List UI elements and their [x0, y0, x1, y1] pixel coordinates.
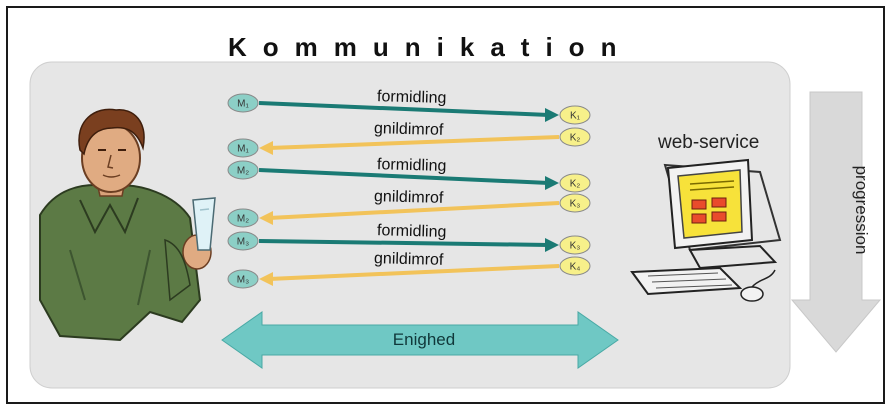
svg-text:K₂: K₂ — [570, 133, 581, 144]
communication-panel — [29, 61, 791, 389]
gnildimrof-label: gnildimrof — [373, 187, 444, 207]
m-node: M₂ — [227, 208, 259, 228]
message-arrow-left — [268, 264, 560, 281]
agreement-double-arrow — [221, 311, 619, 369]
arrowhead — [545, 108, 559, 122]
arrowhead — [545, 176, 559, 190]
arrowhead — [259, 211, 273, 225]
arrowhead — [259, 272, 273, 286]
svg-text:K₄: K₄ — [570, 262, 581, 273]
person-illustration — [39, 108, 216, 342]
web-service-label: web-service — [658, 132, 760, 153]
message-arrow-right — [258, 239, 550, 247]
svg-text:K₃: K₃ — [570, 241, 581, 252]
message-arrow-left — [268, 135, 560, 150]
progression-label: progression — [852, 165, 871, 255]
svg-text:M₂: M₂ — [237, 214, 249, 225]
svg-text:M₁: M₁ — [237, 144, 249, 155]
computer-illustration — [630, 158, 782, 302]
formidling-label: formidling — [376, 155, 447, 175]
formidling-label: formidling — [376, 88, 447, 107]
k-node: K₃ — [559, 193, 591, 213]
message-arrows — [258, 101, 560, 286]
message-arrow-right — [258, 101, 550, 117]
gnildimrof-label: gnildimrof — [373, 249, 444, 269]
svg-text:M₃: M₃ — [237, 275, 249, 286]
svg-text:M₃: M₃ — [237, 237, 249, 248]
svg-text:M₁: M₁ — [237, 99, 249, 110]
diagram-title: Kommunikation — [228, 32, 633, 62]
svg-text:K₂: K₂ — [570, 179, 581, 190]
m-node: M₁ — [227, 93, 259, 113]
agreement-label: Enighed — [392, 330, 456, 349]
gnildimrof-label: gnildimrof — [373, 119, 444, 139]
message-nodes: M₁ K₁ M₁ K₂ M₂ K₂ M₂ K₃ M₃ K₃ M₃ K₄ — [227, 93, 591, 289]
k-node: K₃ — [559, 235, 591, 255]
message-arrow-left — [268, 201, 560, 220]
message-arrow-right — [258, 168, 550, 185]
k-node: K₂ — [559, 173, 591, 193]
k-node: K₄ — [559, 256, 591, 276]
m-node: M₂ — [227, 160, 259, 180]
svg-text:M₂: M₂ — [237, 166, 249, 177]
k-node: K₁ — [559, 105, 591, 125]
progression-arrow — [790, 91, 882, 353]
m-node: M₃ — [227, 269, 259, 289]
k-node: K₂ — [559, 127, 591, 147]
svg-text:K₃: K₃ — [570, 199, 581, 210]
m-node: M₃ — [227, 231, 259, 251]
arrowhead — [545, 238, 559, 252]
svg-text:K₁: K₁ — [570, 111, 581, 122]
arrowhead — [259, 141, 273, 155]
formidling-label: formidling — [376, 222, 447, 241]
m-node: M₁ — [227, 138, 259, 158]
